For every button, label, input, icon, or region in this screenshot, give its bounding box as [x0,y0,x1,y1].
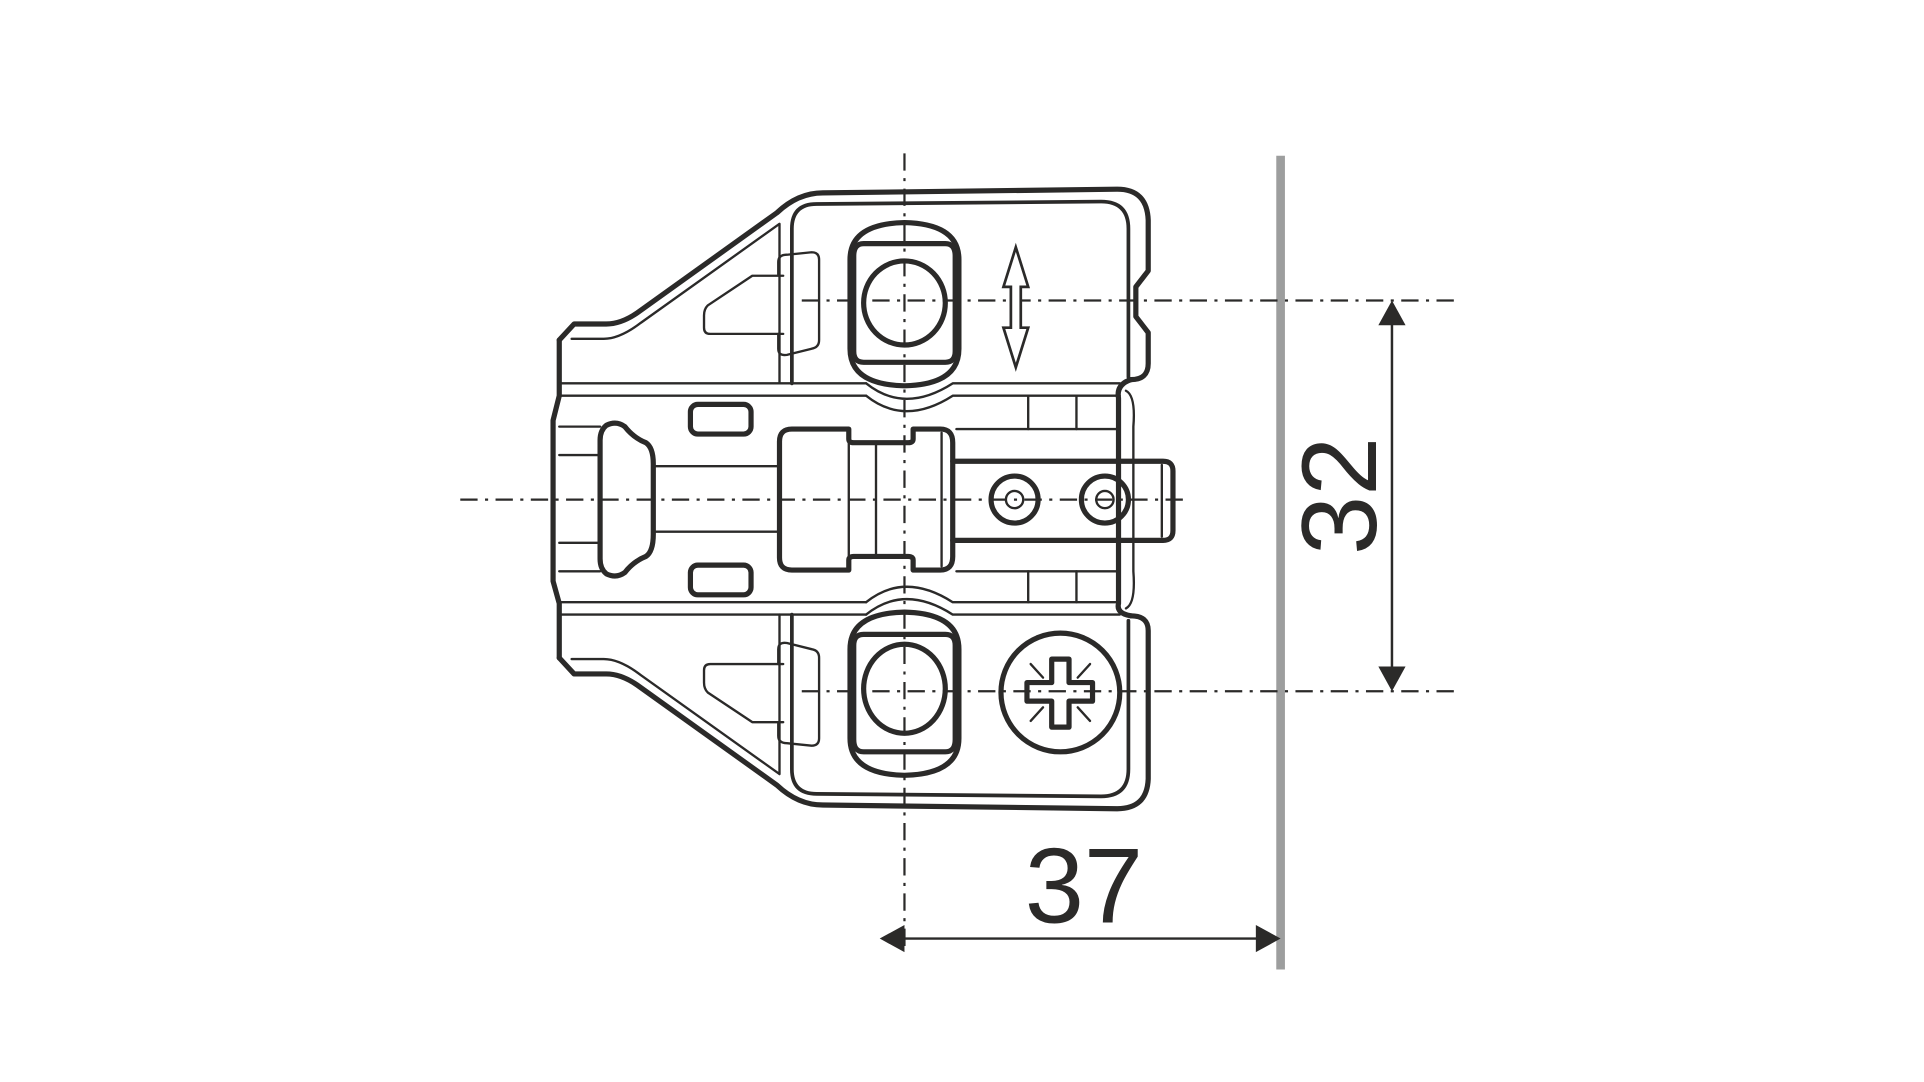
wing-clips [702,251,821,747]
upper-slot-inner [851,241,958,365]
eccentric-screw-2-outer [1078,473,1132,526]
right-wavy-edge [1115,377,1134,619]
eccentric-screw-1-inner [1004,489,1025,510]
rail-upper-arc-2 [864,394,1121,413]
upper-hole-circle [861,258,948,348]
grip-knob [597,420,656,579]
cam-arm [950,458,1176,543]
upper-clip-tab [777,251,821,357]
dim-37-label: 37 [1025,827,1143,946]
lower-slot-outline [847,609,962,778]
rail-upper-arc-1 [864,382,1121,400]
cam-outline [776,426,956,573]
screw-mark-3 [1029,706,1045,723]
lower-slot-inner [851,631,958,755]
screw-mark-4 [1076,706,1092,723]
lower-slotted-hole [847,609,962,778]
lower-wing-outline [556,613,1151,812]
upper-clip-wedge [702,274,785,336]
screw-mark-2 [1076,662,1092,679]
dim-37-arrow-right [1255,924,1281,953]
upper-wing-inner-outline [570,222,781,385]
lower-hole-circle [861,641,948,736]
pozidriv-screw-icon [998,630,1123,755]
dim-37-arrow-left [879,924,905,953]
screw-head [998,630,1123,755]
screw-cross [1024,656,1096,730]
lower-oval-slot [687,562,754,598]
rail-lower-arc-2 [864,597,1121,616]
mounting-plate-body [550,186,1151,812]
cam-body [776,426,956,573]
cam-arm-outline [950,458,1176,543]
lower-wing-inner-outline [570,613,781,776]
upper-slotted-hole [847,219,962,389]
upper-oval-slot [687,401,754,437]
dimension-37: 37 [879,827,1281,953]
height-adjustment-arrow-icon [1001,242,1031,372]
dim-32-label: 32 [1280,437,1399,555]
left-spine-outline [550,337,562,661]
right-wavy-edge-inner [1124,389,1136,610]
rail-lower-arc-1 [864,585,1121,604]
upper-wing-outline [556,186,1151,383]
upper-slot-outline [847,219,962,389]
lower-clip-wedge [702,662,785,724]
screw-mark-1 [1029,662,1045,679]
eccentric-screw-1-outer [988,473,1041,526]
dimension-32: 32 [1280,300,1406,692]
dim-32-arrow-bottom [1378,666,1406,692]
dim-32-arrow-top [1378,300,1406,326]
lower-clip-tab [777,641,821,747]
upper-plate-inner-edge [790,199,1131,386]
eccentric-screw-2-inner [1095,489,1115,510]
lower-plate-inner-edge [790,612,1131,799]
